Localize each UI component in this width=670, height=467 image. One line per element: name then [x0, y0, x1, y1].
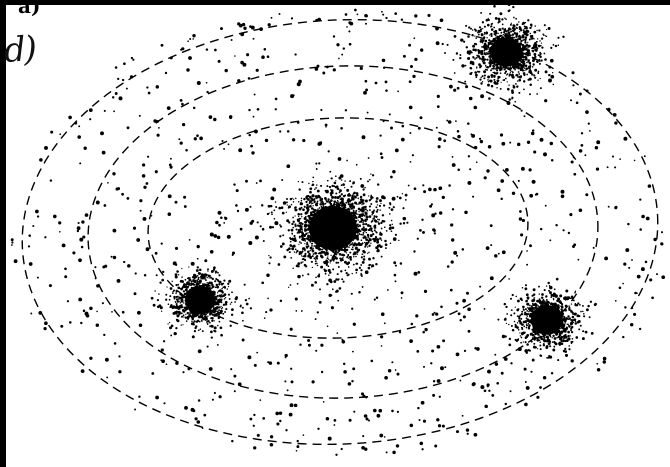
particle-clusters	[135, 1, 597, 362]
satellite-cluster-bottom-right	[497, 278, 596, 362]
satellite-cluster-top-right	[444, 1, 565, 112]
